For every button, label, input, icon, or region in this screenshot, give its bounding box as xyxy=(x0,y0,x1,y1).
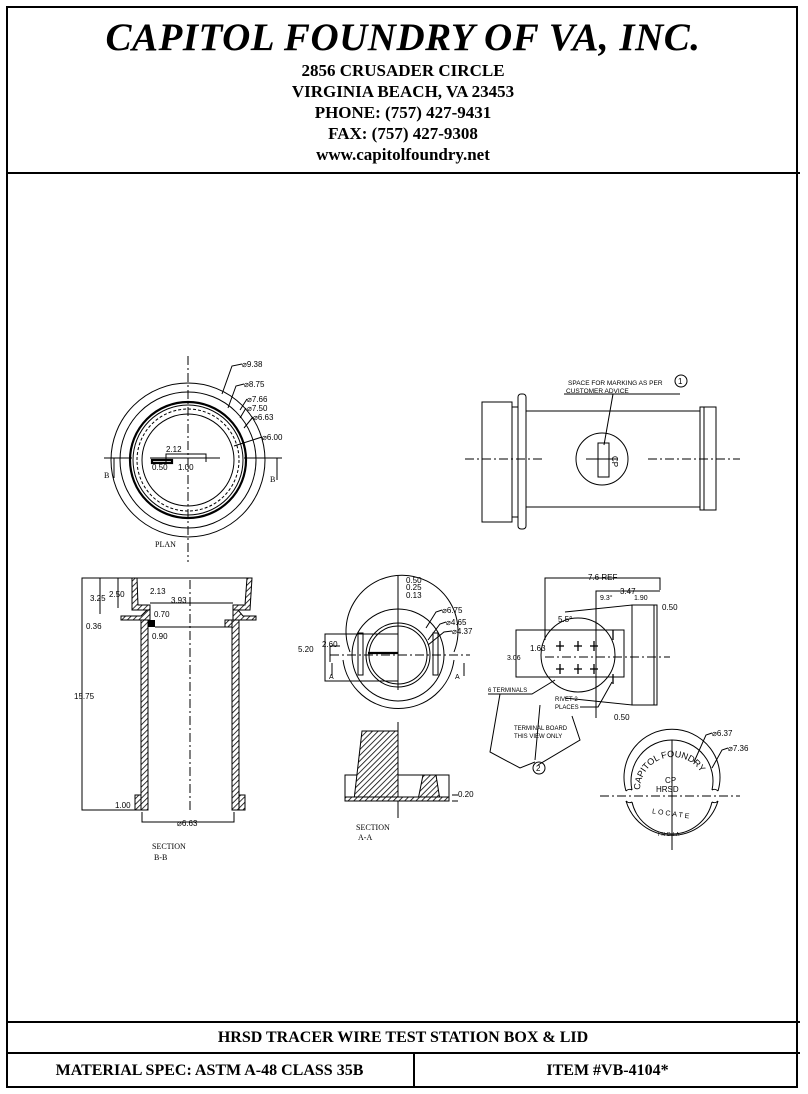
dim-text: 0.36 xyxy=(86,622,102,631)
dim-text: ⌀4.65 xyxy=(446,618,467,627)
phone: PHONE: (757) 427-9431 xyxy=(314,103,492,122)
view-title: SECTION xyxy=(356,823,390,832)
terminals-note: 6 TERMINALS xyxy=(488,688,527,694)
section-bb: 3.25 2.50 2.13 3.93 0.70 0.36 0.90 15.75… xyxy=(74,577,257,862)
section-marker: A xyxy=(329,674,334,681)
dim-text: 7.6 REF xyxy=(588,573,617,582)
dim-text: 0.50 xyxy=(614,713,630,722)
dim-text: 5.20 xyxy=(298,645,314,654)
website: www.capitolfoundry.net xyxy=(316,145,490,164)
dim-text: 0.13 xyxy=(406,591,422,600)
view-title: PLAN xyxy=(155,540,176,549)
dim-text: 0.20 xyxy=(458,790,474,799)
board-note: TERMINAL BOARD xyxy=(514,726,568,732)
dim-text: 5.5° xyxy=(558,615,572,624)
marking-text: CP xyxy=(610,456,619,467)
section-aa: 0.20 SECTION A-A xyxy=(344,722,474,842)
marking-note: SPACE FOR MARKING AS PER xyxy=(568,380,663,387)
dim-text: ⌀6.37 xyxy=(712,729,733,738)
dim-text: 1.63 xyxy=(530,644,546,653)
lid-plan-view: 0.50 0.25 0.13 ⌀6.75 ⌀4.65 ⌀4.37 5.20 2.… xyxy=(298,574,473,710)
dim-text: 15.75 xyxy=(74,692,95,701)
lid-text-origin: INDIA xyxy=(658,832,681,838)
dim-text: 0.50 xyxy=(406,576,422,585)
dim-text: 1.00 xyxy=(115,801,131,810)
terminal-detail: 7.6 REF 3.47 9.3° 1.90 0.50 5.5° 1.63 3.… xyxy=(488,573,678,775)
dim-text: 0.25 xyxy=(406,583,422,592)
dim-text: ⌀4.37 xyxy=(452,627,473,636)
dim-text: 2.60 xyxy=(322,640,338,649)
dim-text: 2.50 xyxy=(109,590,125,599)
lid-text-hrsd: HRSD xyxy=(656,785,679,794)
view-subtitle: A-A xyxy=(358,833,372,842)
view-title: SECTION xyxy=(152,842,186,851)
callout-number: 2 xyxy=(536,764,541,773)
section-marker: B xyxy=(104,471,109,480)
callout-number: 1 xyxy=(678,377,683,386)
page-border xyxy=(6,6,798,1088)
dim-text: ⌀8.75 xyxy=(244,380,265,389)
terminal-pins xyxy=(556,630,614,684)
section-marker: A xyxy=(455,674,460,681)
side-view: CP SPACE FOR MARKING AS PER CUSTOMER ADV… xyxy=(465,374,740,530)
dim-text: 3.25 xyxy=(90,594,106,603)
lid-top-view: ⌀6.37 ⌀7.36 CAPITOL FOUNDRY CP HRSD LOCA… xyxy=(600,728,749,850)
drawing-title: HRSD TRACER WIRE TEST STATION BOX & LID xyxy=(6,1021,800,1054)
address-line-2: VIRGINIA BEACH, VA 23453 xyxy=(291,82,515,101)
dim-text: ⌀6.63 xyxy=(253,413,274,422)
dim-text: 0.50 xyxy=(662,603,678,612)
marking-note: CUSTOMER ADVICE xyxy=(566,388,629,395)
dim-text: ⌀7.50 xyxy=(247,404,268,413)
dim-text: 0.70 xyxy=(154,610,170,619)
dim-text: ⌀6.00 xyxy=(262,433,283,442)
section-marker: B xyxy=(270,475,275,484)
dim-text: ⌀7.66 xyxy=(247,395,268,404)
item-number: ITEM #VB-4104* xyxy=(546,1062,669,1079)
dim-text: 3.93 xyxy=(171,596,187,605)
company-name: CAPITOL FOUNDRY OF VA, INC. xyxy=(105,16,701,59)
dim-text: 1.90 xyxy=(634,595,648,602)
plan-view: ⌀9.38 ⌀8.75 ⌀7.66 ⌀7.50 ⌀6.63 ⌀6.00 2.12… xyxy=(104,356,283,562)
dim-text: ⌀7.36 xyxy=(728,744,749,753)
view-subtitle: B-B xyxy=(154,853,167,862)
dim-text: 1.00 xyxy=(178,463,194,472)
rivet-note: RIVET-2 xyxy=(555,697,578,703)
dim-text: ⌀6.75 xyxy=(442,606,463,615)
dim-text: 2.12 xyxy=(166,445,182,454)
dim-text: ⌀9.38 xyxy=(242,360,263,369)
dim-text: 2.13 xyxy=(150,587,166,596)
lid-text-cp: CP xyxy=(665,776,676,785)
dim-text: 0.90 xyxy=(152,632,168,641)
address-line-1: 2856 CRUSADER CIRCLE xyxy=(301,61,505,80)
dim-text: 3.06 xyxy=(507,655,521,662)
rivet-note: PLACES xyxy=(555,705,579,711)
board-note: THIS VIEW ONLY xyxy=(514,734,562,740)
company-header: CAPITOL FOUNDRY OF VA, INC. 2856 CRUSADE… xyxy=(6,6,800,174)
material-spec: MATERIAL SPEC: ASTM A-48 CLASS 35B xyxy=(6,1054,415,1088)
dim-text: 0.50 xyxy=(152,463,168,472)
dim-text: ⌀6.63 xyxy=(177,819,198,828)
dim-text: 9.3° xyxy=(600,594,613,602)
fax: FAX: (757) 427-9308 xyxy=(328,124,478,143)
dim-text: 3.47 xyxy=(620,587,636,596)
